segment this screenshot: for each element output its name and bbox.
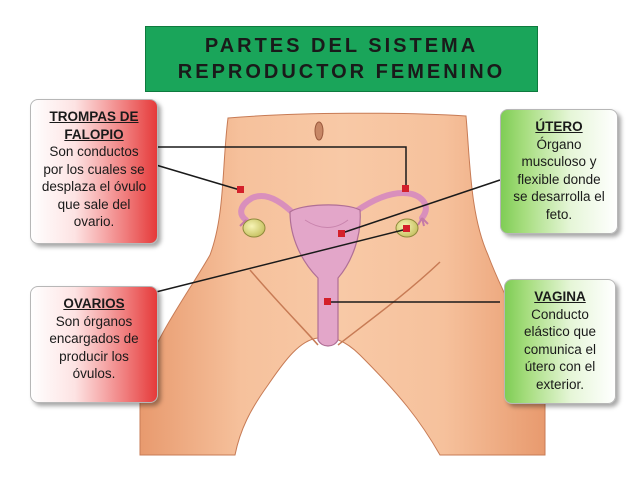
callout-trompas-head: TROMPAS DE FALOPIO [49,109,139,142]
callout-ovarios-line: Son órganos [55,313,133,329]
groin-crease-right [337,261,441,346]
callout-utero-line: se desarrolla el [513,189,605,204]
callout-vagina-line: útero con el [524,359,596,374]
marker-vagina [324,298,331,305]
callout-vagina-line: elástico que [523,324,597,339]
groin-crease-left [249,269,319,346]
fimbriae-right [417,217,429,227]
callout-vagina-line: comunica el [523,341,597,357]
callout-utero-head: ÚTERO [535,119,583,134]
ovary-left [242,218,266,238]
pointer-trompas [156,146,407,189]
callout-vagina-line: exterior. [535,376,585,392]
callout-utero: ÚTERO Órgano musculoso y flexible donde … [500,109,618,234]
fallopian-tube-right [352,190,429,221]
title-line-2: REPRODUCTOR FEMENINO [177,61,506,83]
fallopian-tube-left [238,193,298,223]
callout-utero-line: musculoso y [521,154,597,169]
uterine-cavity [304,219,349,228]
callout-utero-line: Órgano [536,136,582,152]
callout-vagina-head: VAGINA [534,289,586,304]
marker-trompa-right [402,185,409,192]
pointer-lines [155,146,501,303]
title-box: PARTES DEL SISTEMA REPRODUCTOR FEMENINO [145,26,538,92]
callout-trompas-line: que sale del [57,196,131,212]
callout-vagina-line: Conducto [531,306,589,322]
marker-uterus [338,230,345,237]
callout-ovarios: OVARIOS Son órganos encargados de produc… [30,286,158,403]
title-line-1: PARTES DEL SISTEMA [204,35,479,57]
callout-trompas-line: desplaza el óvulo [41,179,147,194]
callout-ovarios-line: producir los [59,348,129,364]
torso-skin [139,112,546,456]
marker-ovary [403,225,410,232]
callout-ovarios-line: encargados de [49,331,139,346]
callout-ovarios-head: OVARIOS [63,296,125,311]
callout-utero-line: feto. [545,206,573,222]
callout-vagina: VAGINA Conducto elástico que comunica el… [504,279,616,404]
pointer-ovarios [155,228,408,293]
callout-trompas-line: ovario. [73,214,115,229]
callout-trompas-line: Son conductos [49,144,139,159]
callout-ovarios-line: óvulos. [72,366,116,381]
callout-trompas-line: por los cuales se [43,161,145,177]
pointer-utero [341,179,501,234]
callout-utero-line: flexible donde [517,171,601,187]
marker-trompa-left [237,186,244,193]
pointer-markers [237,185,410,305]
uterus [289,204,361,347]
pointer-trompas-2 [155,164,241,191]
navel [314,121,324,141]
callout-trompas: TROMPAS DE FALOPIO Son conductos por los… [30,99,158,244]
